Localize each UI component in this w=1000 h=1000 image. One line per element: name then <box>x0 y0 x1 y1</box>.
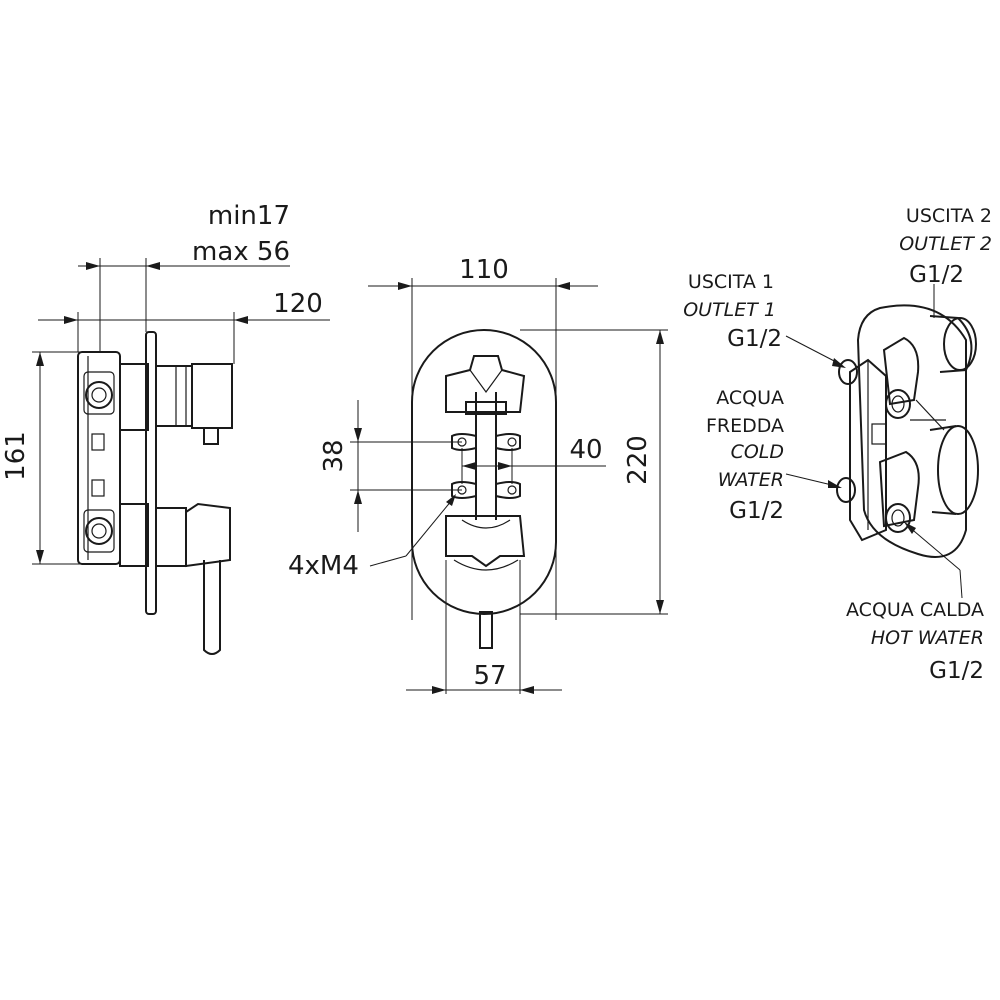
screw-tab-lr <box>495 481 521 499</box>
dim-161: 161 <box>1 431 31 481</box>
iso-port-cold <box>836 477 856 503</box>
side-view: min17 max 56 120 161 <box>1 201 330 655</box>
screw-tab-ll <box>451 481 477 499</box>
side-lever-head <box>185 502 231 568</box>
side-port-lower <box>85 517 113 545</box>
dim-110: 110 <box>459 255 509 285</box>
label-outlet1-thread: G1/2 <box>727 326 782 352</box>
dim-220: 220 <box>623 435 653 485</box>
dim-38: 38 <box>319 439 349 472</box>
screw-tab-ur <box>495 433 521 451</box>
dim-min17: min17 <box>208 201 290 231</box>
label-4xM4: 4xM4 <box>288 551 359 581</box>
side-port-upper <box>85 381 113 409</box>
label-acqua-cold: ACQUA <box>716 387 784 409</box>
label-outlet2-thread: G1/2 <box>909 262 964 288</box>
iso-port-top <box>838 359 858 385</box>
iso-port-hot <box>885 503 911 533</box>
iso-upper-cartridge <box>882 336 920 406</box>
screw-tab-ul <box>451 433 477 451</box>
front-lever <box>479 611 493 649</box>
side-plate <box>145 331 157 615</box>
label-fredda: FREDDA <box>706 415 784 437</box>
label-hot-thread: G1/2 <box>929 658 984 684</box>
label-water: WATER <box>718 469 784 491</box>
front-upper-handle <box>445 355 526 413</box>
dim-40: 40 <box>569 435 602 465</box>
iso-view: USCITA 2 OUTLET 2 G1/2 USCITA 1 OUTLET 1… <box>683 205 992 684</box>
label-cold-thread: G1/2 <box>729 498 784 524</box>
front-lower-handle <box>445 515 526 568</box>
label-uscita1: USCITA 1 <box>688 271 774 293</box>
label-cold: COLD <box>731 441 784 463</box>
iso-port-outlet1 <box>885 389 911 419</box>
label-outlet2: OUTLET 2 <box>899 233 992 255</box>
iso-lower-cartridge <box>878 450 920 528</box>
front-plate <box>411 329 557 615</box>
front-view: 110 220 38 40 4xM4 57 <box>288 255 668 694</box>
side-body <box>77 351 121 565</box>
label-acqua-calda: ACQUA CALDA <box>846 599 984 621</box>
side-upper-knob <box>203 427 219 445</box>
dim-120: 120 <box>273 289 323 319</box>
label-outlet1: OUTLET 1 <box>683 299 776 321</box>
side-lever-stem <box>203 560 221 655</box>
iso-plate <box>856 304 967 558</box>
label-hot-water: HOT WATER <box>871 627 984 649</box>
dim-max56: max 56 <box>192 237 290 267</box>
label-uscita2: USCITA 2 <box>906 205 992 227</box>
dim-57: 57 <box>473 661 506 691</box>
